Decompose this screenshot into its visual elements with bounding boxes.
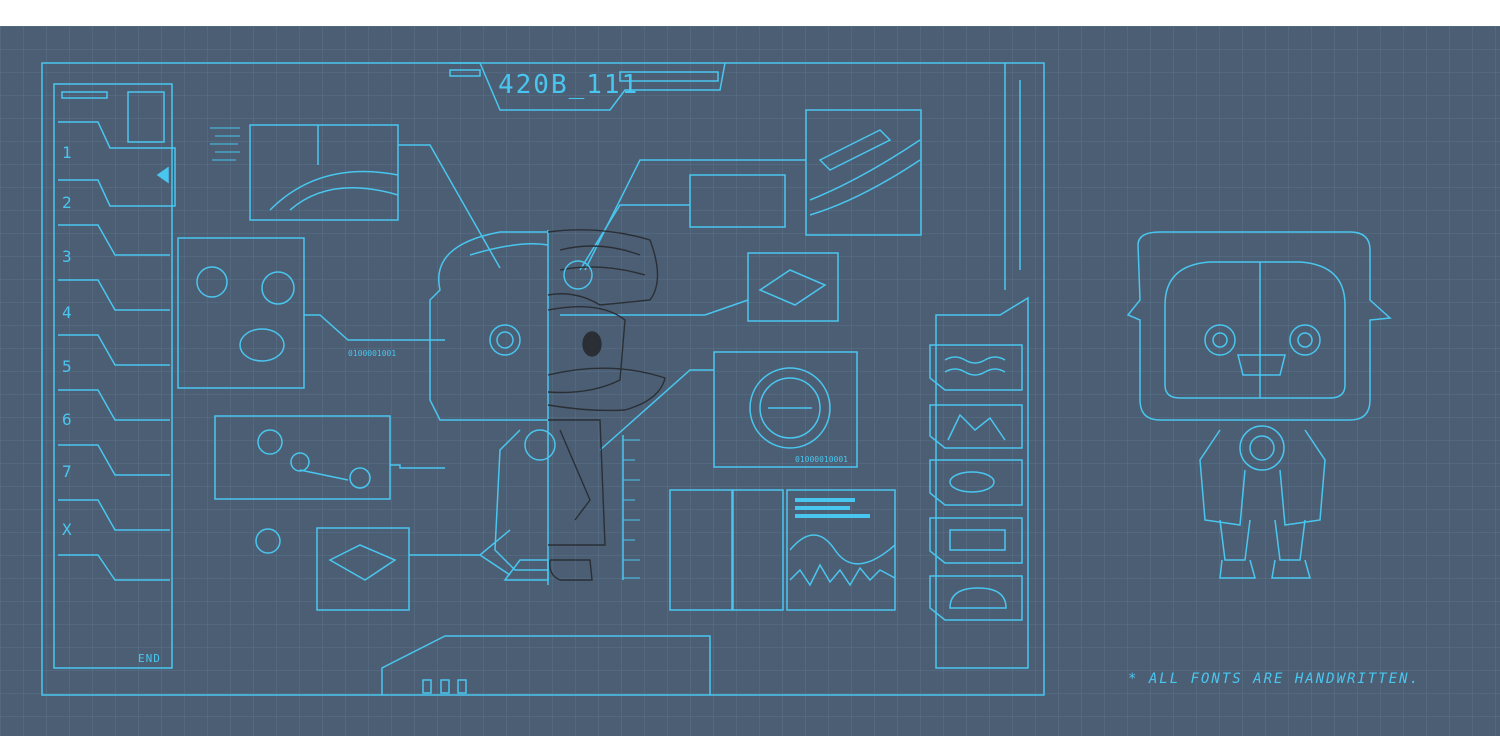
diagram-hex bbox=[689, 174, 786, 228]
sidebar-step-4[interactable]: 4 bbox=[62, 303, 72, 322]
sidebar-step-3[interactable]: 3 bbox=[62, 247, 72, 266]
character-sketch-half bbox=[547, 229, 666, 581]
diagram-chart-b bbox=[732, 489, 784, 611]
diagram-mechanism bbox=[214, 415, 391, 500]
main-frame bbox=[41, 62, 1045, 696]
diagram-gauge bbox=[713, 351, 858, 468]
sidebar-step-1[interactable]: 1 bbox=[62, 143, 72, 162]
diagram-chip bbox=[747, 252, 839, 322]
svg-text:01000010001: 01000010001 bbox=[795, 455, 848, 464]
diagram-bottom-left bbox=[316, 527, 410, 611]
header-tab bbox=[450, 62, 726, 111]
diagram-chart-a bbox=[669, 489, 733, 611]
sidebar-end-label: END bbox=[138, 652, 161, 665]
sidebar-step-7[interactable]: 7 bbox=[62, 462, 72, 481]
diagram-top-left bbox=[249, 124, 399, 221]
robot-blueprint-half bbox=[429, 231, 556, 581]
svg-text:0100001001: 0100001001 bbox=[348, 349, 396, 358]
sidebar-step-6[interactable]: 6 bbox=[62, 410, 72, 429]
header-code: 420B_111 bbox=[498, 70, 640, 100]
sidebar-frame bbox=[53, 83, 173, 669]
sidebar-step-x[interactable]: X bbox=[62, 520, 72, 539]
sidebar-step-2[interactable]: 2 bbox=[62, 193, 72, 212]
diagram-left bbox=[177, 237, 305, 389]
diagram-graph-top bbox=[805, 109, 922, 236]
robot-blueprint-full bbox=[1126, 231, 1392, 579]
diagram-chart-c bbox=[786, 489, 896, 611]
sidebar-step-5[interactable]: 5 bbox=[62, 357, 72, 376]
footnote: * ALL FONTS ARE HANDWRITTEN. bbox=[1128, 671, 1421, 687]
